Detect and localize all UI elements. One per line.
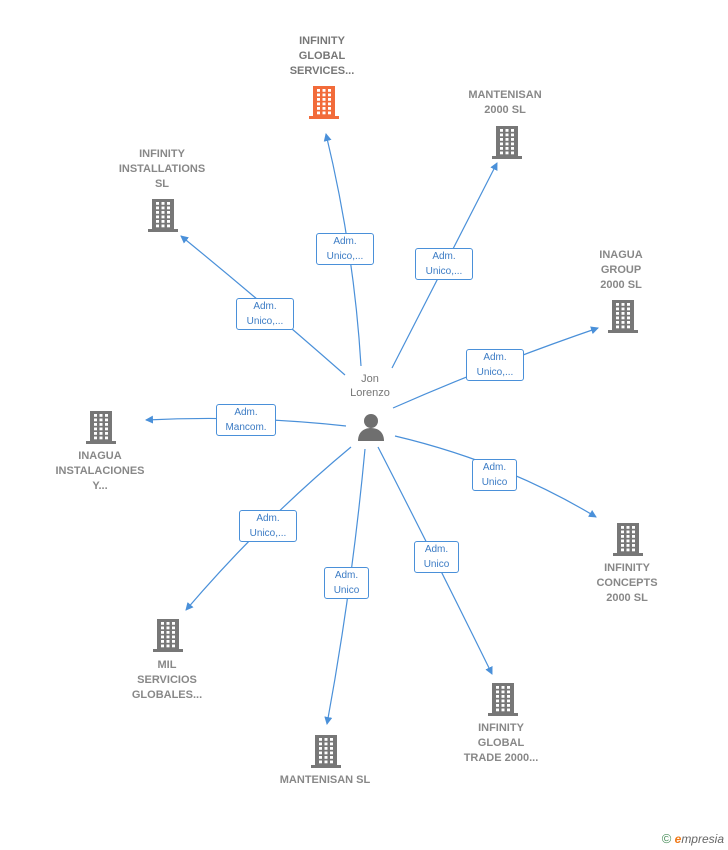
building-icon[interactable] — [152, 618, 184, 657]
role-label[interactable]: Adm. Mancom. — [216, 404, 276, 436]
role-label[interactable]: Adm. Unico,... — [415, 248, 473, 280]
company-label-infinity-global-trade[interactable]: INFINITY GLOBAL TRADE 2000... — [463, 722, 539, 764]
brand-logo-text: mpresia — [681, 832, 724, 846]
role-label[interactable]: Adm. Unico — [414, 541, 459, 573]
role-label[interactable]: Adm. Unico,... — [466, 349, 524, 381]
building-icon[interactable] — [491, 125, 523, 164]
building-icon[interactable] — [607, 299, 639, 338]
role-label[interactable]: Adm. Unico,... — [236, 298, 294, 330]
role-label[interactable]: Adm. Unico,... — [316, 233, 374, 265]
company-label-infinity-installations[interactable]: INFINITY INSTALLATIONS SL — [118, 148, 206, 190]
role-label[interactable]: Adm. Unico,... — [239, 510, 297, 542]
company-label-infinity-global-services[interactable]: INFINITY GLOBAL SERVICES... — [289, 35, 355, 77]
building-icon[interactable] — [612, 522, 644, 561]
building-icon[interactable] — [147, 198, 179, 237]
role-label[interactable]: Adm. Unico — [472, 459, 517, 491]
building-icon[interactable] — [310, 734, 342, 773]
brand-logo-initial: e — [674, 832, 682, 846]
company-label-inagua-group[interactable]: INAGUA GROUP 2000 SL — [599, 249, 643, 291]
company-label-mil-servicios[interactable]: MIL SERVICIOS GLOBALES... — [131, 659, 203, 701]
company-label-mantenisan-sl[interactable]: MANTENISAN SL — [279, 774, 371, 786]
building-icon[interactable] — [85, 410, 117, 449]
role-label[interactable]: Adm. Unico — [324, 567, 369, 599]
company-label-infinity-concepts[interactable]: INFINITY CONCEPTS 2000 SL — [596, 562, 658, 604]
empresia-footer: © empresia — [662, 831, 724, 846]
company-label-mantenisan-2000[interactable]: MANTENISAN 2000 SL — [468, 89, 542, 116]
building-icon[interactable] — [308, 85, 340, 124]
building-icon[interactable] — [487, 682, 519, 721]
person-name[interactable]: Jon Lorenzo — [350, 373, 390, 399]
person-icon[interactable] — [356, 412, 386, 442]
company-label-inagua-instalaciones[interactable]: INAGUA INSTALACIONES Y... — [55, 450, 145, 492]
copyright-symbol: © — [661, 831, 672, 846]
